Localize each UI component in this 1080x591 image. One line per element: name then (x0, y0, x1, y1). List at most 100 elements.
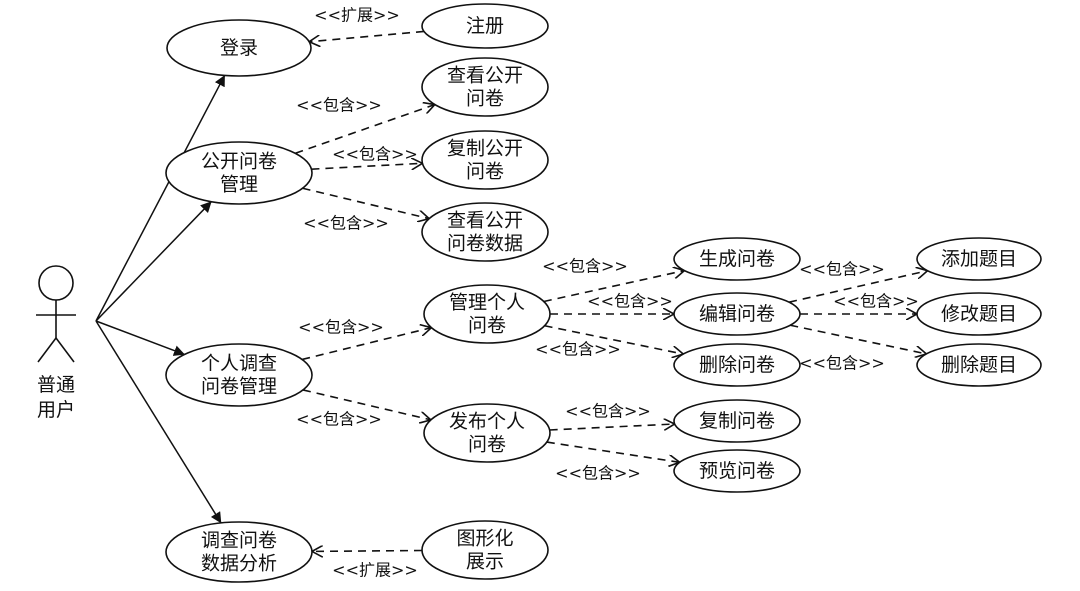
association-login (95, 74, 226, 322)
use-case-label-line-1: 复制问卷 (699, 410, 775, 432)
use-case-label-line-1: 添加题目 (941, 248, 1017, 270)
use-case-label-line-1: 登录 (220, 37, 258, 59)
use-case-label-line-1: 生成问卷 (699, 248, 775, 270)
dependency-label-personal-mgmt-to-manage-personal: <<包含>> (298, 318, 384, 337)
use-case-ellipse (423, 284, 551, 344)
dependency-label-edit-to-add-q: <<包含>> (799, 260, 885, 279)
actor-right-leg (55, 337, 75, 363)
dependency-public-mgmt-to-copy-public (311, 163, 422, 170)
use-case-ellipse (421, 202, 549, 262)
use-case-label-line-2: 问卷管理 (201, 376, 277, 398)
relationship-labels: <<扩展>> <<包含>> <<包含>> <<包含>> <<包含>> <<包含>> <<包含… (296, 6, 919, 580)
use-case-label-line-1: 查看公开 (447, 65, 523, 87)
use-case-ellipse (421, 130, 549, 190)
use-case-copy[interactable]: 复制问卷 (673, 399, 801, 443)
dependency-label-publish-personal-to-copy: <<包含>> (565, 402, 651, 421)
use-case-ellipse (421, 3, 549, 49)
use-case-ellipse (165, 141, 313, 205)
dependency-personal-mgmt-to-publish-personal (302, 389, 431, 420)
use-case-label-line-1: 发布个人 (449, 411, 525, 433)
dependency-label-register-to-login: <<扩展>> (314, 6, 400, 25)
use-case-ellipse (916, 292, 1042, 336)
dependency-label-publish-personal-to-preview: <<包含>> (555, 464, 641, 483)
use-case-ellipse (166, 19, 312, 77)
dependency-lines (295, 30, 927, 552)
use-case-label-line-1: 预览问卷 (699, 460, 775, 482)
use-case-ellipse (673, 237, 801, 281)
use-case-ellipse (673, 449, 801, 493)
dependency-label-manage-personal-to-edit: <<包含>> (587, 292, 673, 311)
dependency-label-graphic-to-analysis: <<扩展>> (332, 561, 418, 580)
use-case-delete[interactable]: 删除问卷 (673, 343, 801, 387)
use-case-ellipse (423, 403, 551, 463)
dependency-manage-personal-to-generate (543, 271, 685, 303)
use-case-ellipse (165, 521, 313, 583)
use-case-label-line-2: 问卷 (466, 161, 504, 183)
use-case-label-line-1: 编辑问卷 (699, 303, 775, 325)
use-case-register[interactable]: 注册 (421, 3, 549, 49)
use-case-label-line-1: 删除问卷 (699, 354, 775, 376)
dependency-edit-to-add-q (788, 271, 927, 303)
association-personal-mgmt (95, 320, 185, 356)
use-case-ellipse (165, 343, 313, 407)
dependency-public-mgmt-to-view-public (295, 105, 434, 155)
use-case-label-line-2: 问卷 (468, 434, 506, 456)
use-case-label-line-1: 查看公开 (447, 210, 523, 232)
actor-label-line-1: 普通 (37, 374, 75, 396)
use-case-delete-q[interactable]: 删除题目 (916, 343, 1042, 387)
dependency-publish-personal-to-copy (549, 424, 675, 431)
use-case-label-line-1: 删除题目 (941, 354, 1017, 376)
use-case-label-line-1: 公开问卷 (201, 151, 277, 173)
dependency-label-personal-mgmt-to-publish-personal: <<包含>> (296, 410, 382, 429)
use-case-ellipse (916, 343, 1042, 387)
association-analysis (95, 320, 222, 524)
dependency-graphic-to-analysis (312, 551, 423, 552)
actor-label-line-2: 用户 (37, 399, 75, 421)
actor-head (38, 265, 74, 301)
use-case-label-line-1: 注册 (466, 15, 504, 37)
use-case-label-line-1: 个人调查 (201, 353, 277, 375)
use-case-add-q[interactable]: 添加题目 (916, 237, 1042, 281)
use-case-label-line-1: 调查问卷 (201, 530, 277, 552)
dependency-label-manage-personal-to-delete: <<包含>> (535, 340, 621, 359)
dependency-label-public-mgmt-to-view-public-data: <<包含>> (303, 214, 389, 233)
use-case-ellipse (421, 57, 549, 117)
dependency-label-public-mgmt-to-copy-public: <<包含>> (332, 145, 418, 164)
dependency-manage-personal-to-delete (544, 324, 684, 354)
use-case-preview[interactable]: 预览问卷 (673, 449, 801, 493)
dependency-label-edit-to-modify-q: <<包含>> (833, 292, 919, 311)
use-case-generate[interactable]: 生成问卷 (673, 237, 801, 281)
use-case-label-line-1: 管理个人 (449, 292, 525, 314)
actor-left-leg (37, 337, 57, 363)
association-public-mgmt (95, 201, 212, 322)
use-case-ellipse (673, 292, 801, 336)
dependency-public-mgmt-to-view-public-data (302, 187, 430, 218)
use-case-label-line-2: 数据分析 (201, 553, 277, 575)
use-case-ellipse (421, 520, 549, 580)
use-case-ellipse (916, 237, 1042, 281)
use-case-label-line-2: 管理 (220, 174, 258, 196)
dependency-edit-to-delete-q (790, 324, 926, 354)
use-case-login[interactable]: 登录 (166, 19, 312, 77)
use-case-label-line-2: 展示 (466, 551, 504, 573)
use-case-label-line-1: 图形化 (456, 528, 513, 550)
use-case-modify-q[interactable]: 修改题目 (916, 292, 1042, 336)
use-case-ellipse (673, 343, 801, 387)
use-case-edit[interactable]: 编辑问卷 (673, 292, 801, 336)
use-case-label-line-2: 问卷 (468, 315, 506, 337)
actor-general-user[interactable]: 普通 用户 (36, 265, 76, 421)
dependency-register-to-login (309, 30, 425, 41)
use-case-ellipse (673, 399, 801, 443)
dependency-label-manage-personal-to-generate: <<包含>> (542, 257, 628, 276)
use-cases: 登录注册公开问卷管理查看公开问卷复制公开问卷查看公开问卷数据个人调查问卷管理管理… (165, 3, 1042, 583)
